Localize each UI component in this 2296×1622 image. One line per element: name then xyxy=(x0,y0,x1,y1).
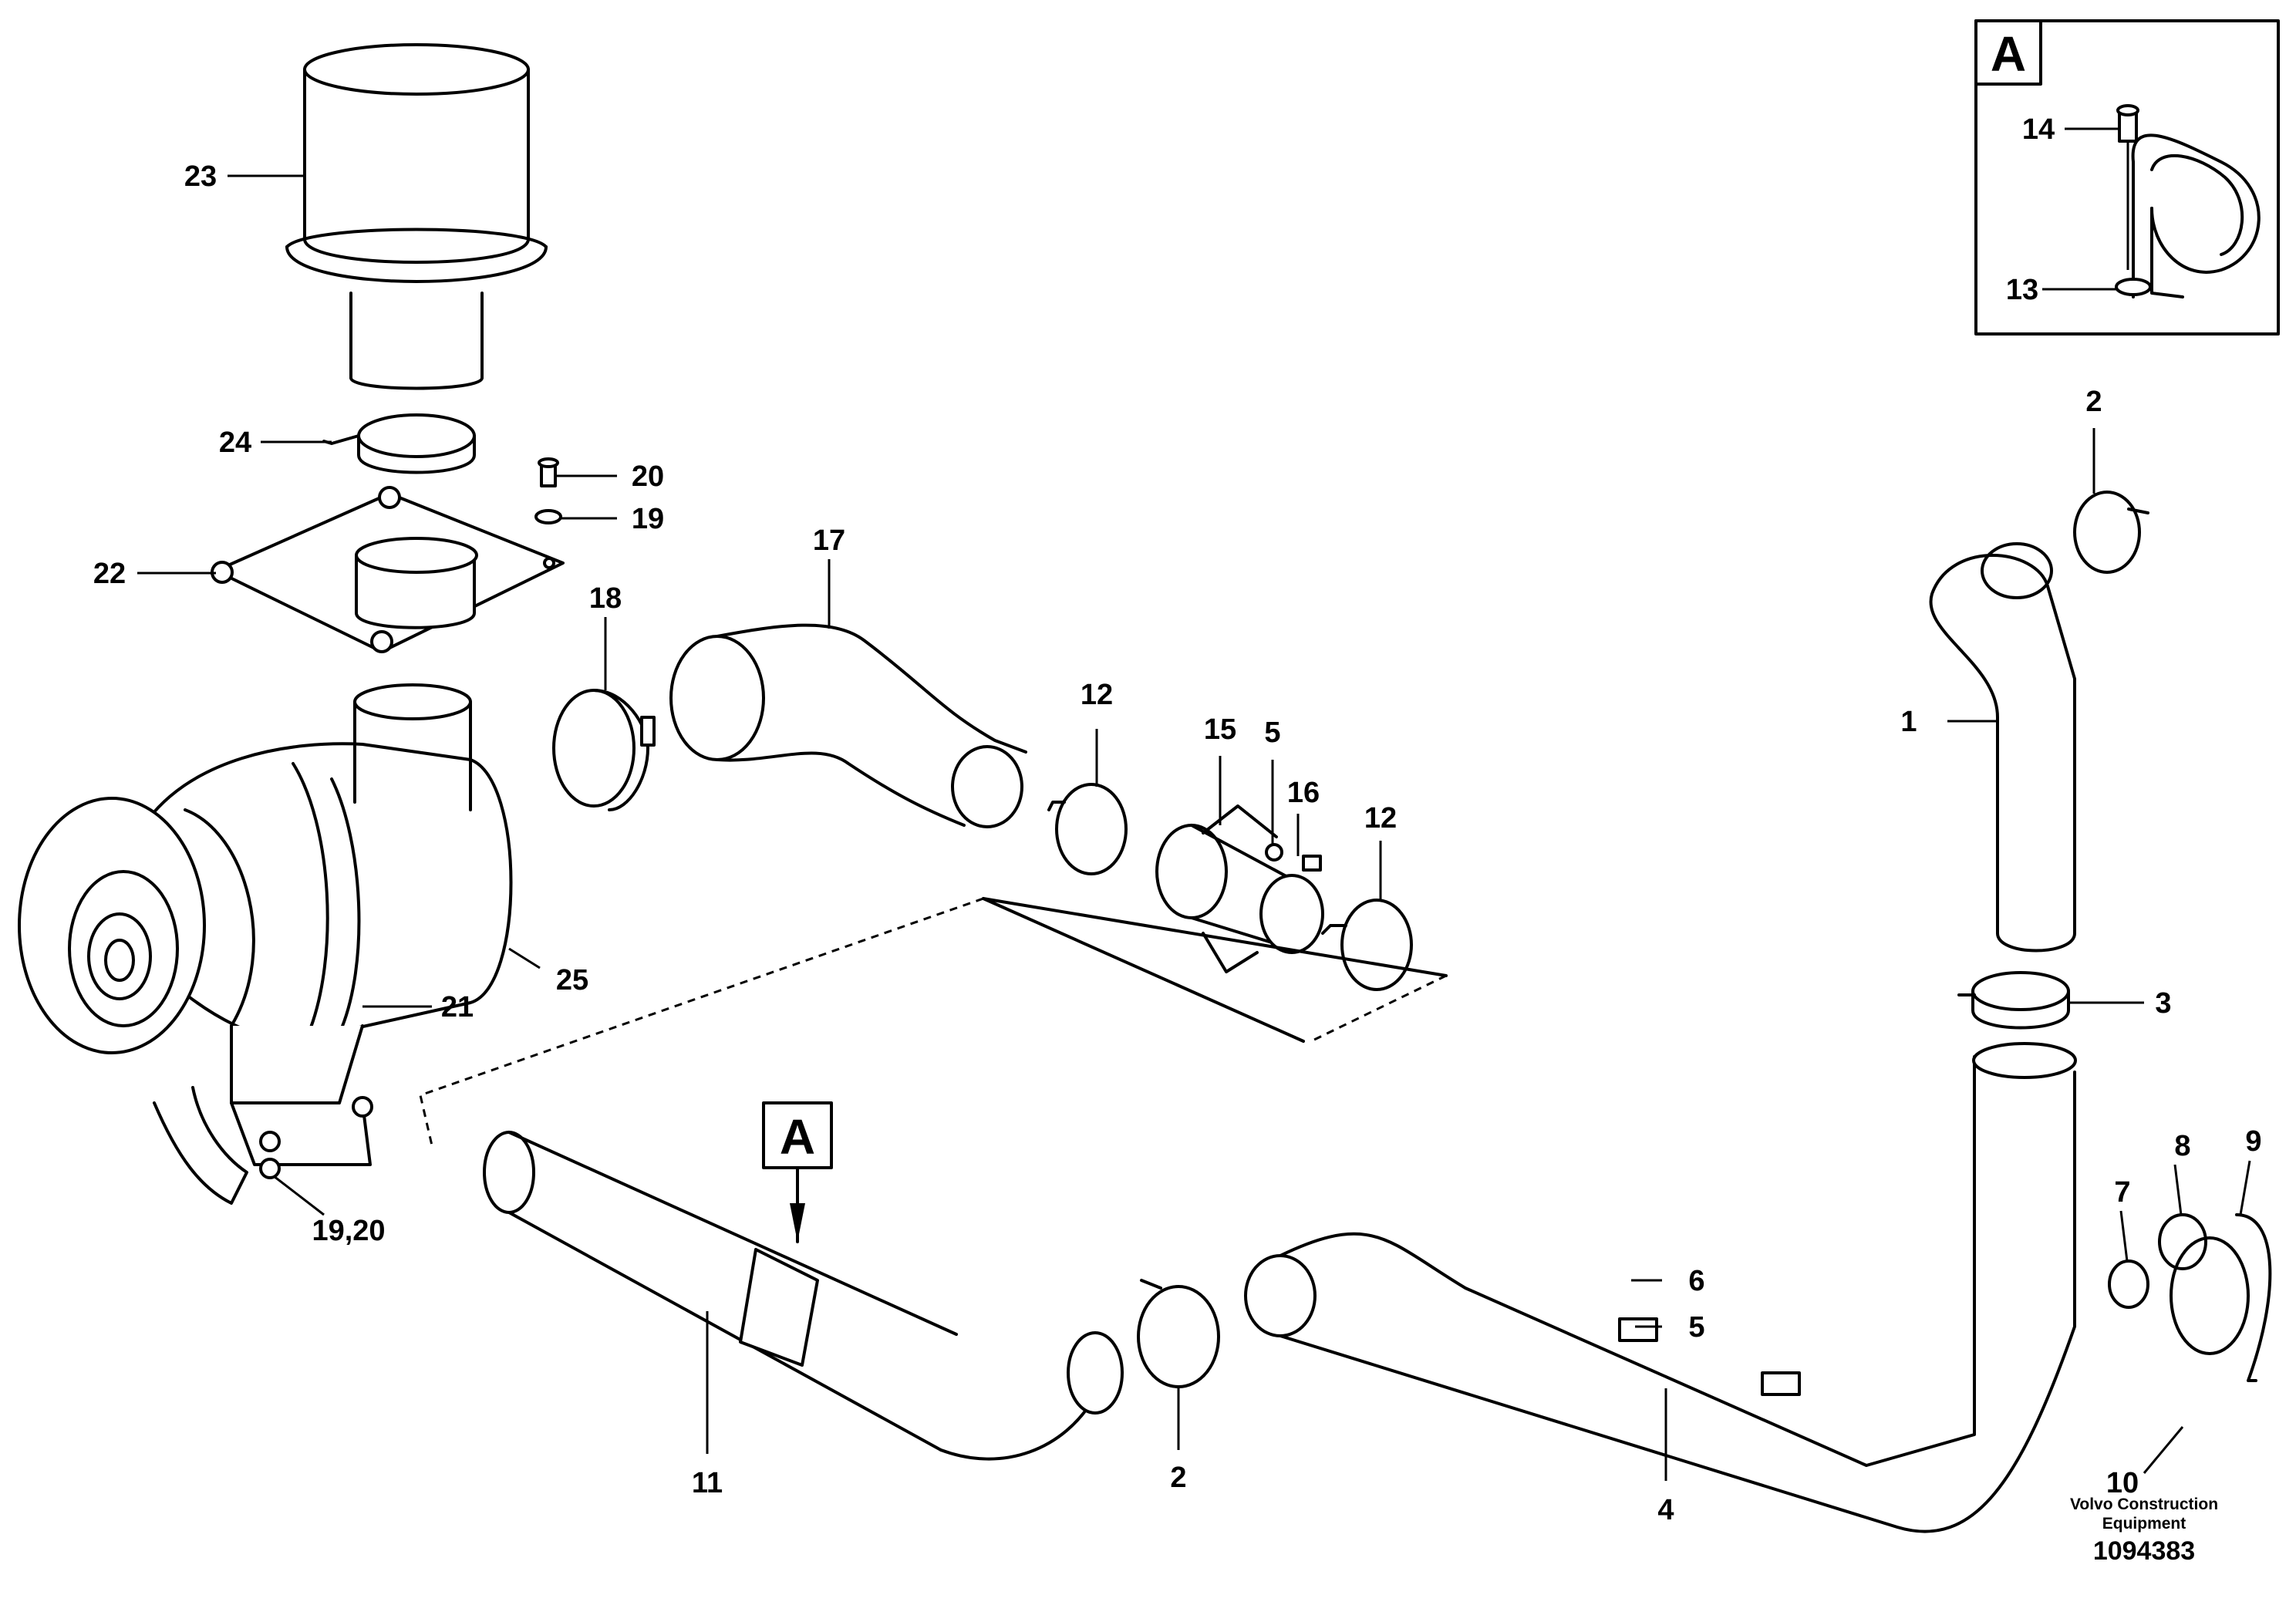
connector-frame xyxy=(419,897,1448,1146)
label-part-23: 23 xyxy=(184,160,217,193)
label-part-6: 6 xyxy=(1688,1265,1704,1297)
label-part-14: 14 xyxy=(2022,113,2055,146)
label-part-22: 22 xyxy=(93,558,126,590)
part-labels: 14 13 2 1 3 4 6 5 7 8 9 10 2 11 12 15 5 … xyxy=(93,113,2262,1526)
clamp-washer xyxy=(2115,278,2152,296)
ring-10 xyxy=(2170,1236,2250,1355)
pipe-clamp-detail xyxy=(2115,104,2261,298)
bolt-washer-19-20 xyxy=(534,457,562,524)
pre-cleaner xyxy=(285,43,548,390)
clamp-3 xyxy=(1957,971,2070,1030)
inset-letter-box xyxy=(1974,19,2042,86)
adapter-15 xyxy=(1155,804,1324,973)
label-part-11: 11 xyxy=(692,1467,723,1499)
label-part-18: 18 xyxy=(589,582,622,615)
detail-a-inset: A xyxy=(1974,19,2280,336)
label-part-7: 7 xyxy=(2114,1176,2130,1209)
pipe-11 xyxy=(483,1131,1124,1461)
label-part-2-upper: 2 xyxy=(2085,386,2102,418)
callout-a: A xyxy=(762,1101,833,1243)
leader-lines xyxy=(137,127,2251,1481)
clamp-12-lower xyxy=(1321,899,1413,991)
label-part-9: 9 xyxy=(2245,1125,2261,1158)
clamp-18 xyxy=(552,689,656,811)
label-part-2-lower: 2 xyxy=(1170,1462,1186,1494)
label-part-17: 17 xyxy=(813,524,845,557)
footer: Volvo Construction Equipment 1094383 xyxy=(2070,1496,2218,1566)
label-part-24: 24 xyxy=(219,427,251,459)
label-part-13: 13 xyxy=(2006,274,2038,306)
label-part-5-upper: 5 xyxy=(1264,717,1280,749)
label-part-3: 3 xyxy=(2155,987,2171,1020)
bracket-21 xyxy=(230,1024,364,1104)
clamp-24 xyxy=(322,413,476,474)
label-part-16: 16 xyxy=(1287,777,1320,809)
callout-letter: A xyxy=(780,1109,815,1165)
inset-frame xyxy=(1974,19,2280,336)
clamp-12-upper xyxy=(1047,783,1128,875)
label-part-19: 19 xyxy=(632,503,664,535)
label-part-19-20: 19,20 xyxy=(312,1215,385,1247)
mounting-plate xyxy=(211,486,565,653)
label-part-15: 15 xyxy=(1204,713,1236,746)
manufacturer-line-1: Volvo Construction xyxy=(2070,1496,2218,1513)
label-part-20: 20 xyxy=(632,460,664,493)
pipe-clamp-on-11 xyxy=(739,1248,819,1367)
label-part-21: 21 xyxy=(441,991,474,1023)
pipe-1 xyxy=(1929,542,2076,953)
clamp-2-lower xyxy=(1137,1279,1220,1388)
hose-9 xyxy=(2235,1213,2272,1382)
label-part-10: 10 xyxy=(2106,1467,2139,1499)
elbow-hose-17 xyxy=(669,623,1027,828)
label-part-5-lower: 5 xyxy=(1688,1311,1704,1344)
fitting-7 xyxy=(2108,1259,2149,1309)
pipe-4 xyxy=(1244,1042,2077,1533)
label-part-12-lower: 12 xyxy=(1364,802,1397,835)
label-part-8: 8 xyxy=(2174,1130,2190,1162)
label-part-1: 1 xyxy=(1900,706,1917,738)
fitting-8 xyxy=(2158,1213,2207,1270)
document-number: 1094383 xyxy=(2093,1536,2195,1566)
manufacturer-line-2: Equipment xyxy=(2102,1515,2186,1533)
label-part-25: 25 xyxy=(556,964,588,996)
inset-letter: A xyxy=(1991,26,2026,82)
clamp-2-upper xyxy=(2073,491,2149,574)
label-part-12-upper: 12 xyxy=(1081,679,1113,711)
air-filter-housing xyxy=(18,683,513,1205)
sensor-parts xyxy=(2108,1213,2272,1382)
label-part-4: 4 xyxy=(1657,1494,1674,1526)
